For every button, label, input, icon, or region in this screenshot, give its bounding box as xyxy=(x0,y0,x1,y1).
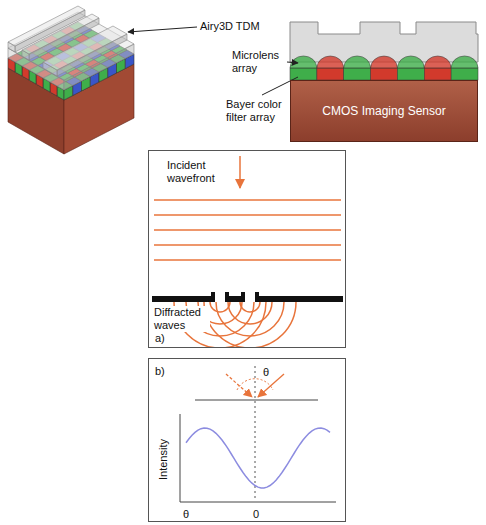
node-text: b) xyxy=(155,365,165,378)
node-text: Diffracted waves xyxy=(154,306,210,332)
node-text: a) xyxy=(155,332,165,345)
ray-arrow xyxy=(226,374,252,397)
panel-box: b)θIntensityθ0 xyxy=(148,358,346,522)
sensor-cube xyxy=(8,6,134,154)
normal-line xyxy=(255,366,256,500)
sensor-block: CMOS Imaging Sensor xyxy=(290,80,478,142)
node-text: Intensity xyxy=(157,439,170,480)
incident-arrow xyxy=(239,156,241,188)
x-axis xyxy=(180,502,336,503)
diffraction-panel xyxy=(152,156,343,348)
leader-line xyxy=(287,62,298,63)
intensity-curve xyxy=(186,428,330,488)
part-label: Airy3D TDM xyxy=(200,20,260,33)
part-label: Bayer color filter array xyxy=(226,98,290,124)
node-text: θ xyxy=(183,508,189,521)
node-text: 0 xyxy=(253,508,259,521)
leader-line xyxy=(128,27,197,32)
node-text: Incident wavefront xyxy=(167,159,237,185)
node-text: CMOS Imaging Sensor xyxy=(322,104,445,119)
wavefront-lines xyxy=(154,200,341,260)
node-text: θ xyxy=(263,366,269,379)
part-label: Microlens array xyxy=(232,49,286,75)
y-axis xyxy=(180,414,181,502)
ray-arrow xyxy=(258,374,284,397)
panel-box: Incident wavefrontDiffracted wavesa) xyxy=(148,150,346,348)
microlens-array xyxy=(290,56,478,80)
surface-line xyxy=(195,400,318,401)
slit-mask xyxy=(152,292,343,302)
angle-panel xyxy=(180,366,336,502)
